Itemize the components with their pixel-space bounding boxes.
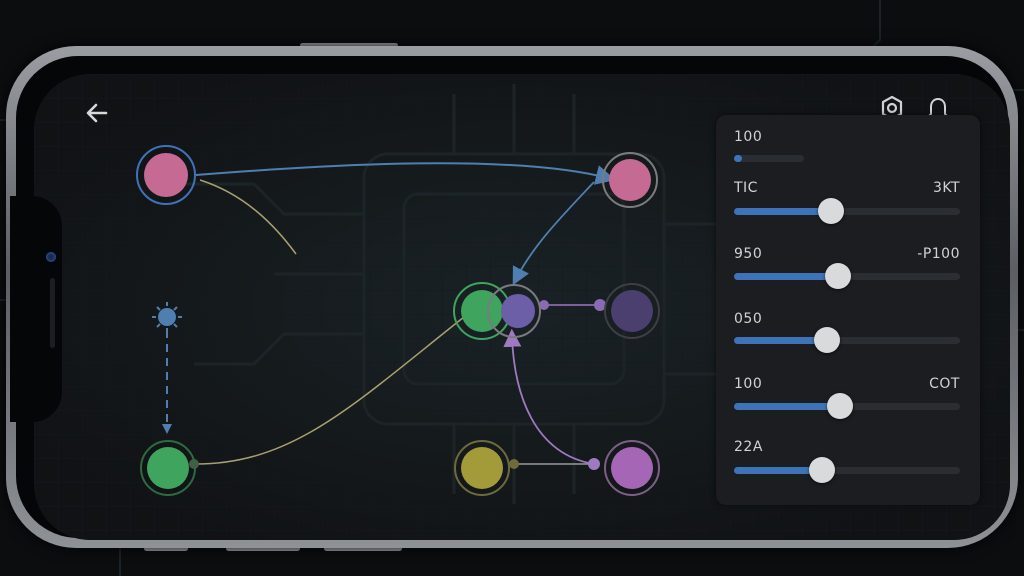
node-green-bottom[interactable] [140,440,196,496]
slider-label-4: 050 [734,311,763,327]
slider-track-1[interactable] [734,155,804,162]
slider-thumb-3[interactable] [824,263,851,289]
node-pink-top-left[interactable] [136,145,196,205]
slider-thumb-5[interactable] [827,393,854,419]
slider-track-5[interactable] [734,393,960,419]
slider-panel: 100 TIC 3KT 950 -P100 050 [716,115,980,505]
slider-row-2: TIC 3KT [734,180,960,224]
side-button-3 [324,546,402,551]
slider-fill-6 [734,467,823,474]
slider-thumb-4[interactable] [813,327,840,353]
node-purple-mid[interactable] [487,284,541,338]
slider-label-right-3: -P100 [917,246,960,262]
slider-row-3: 950 -P100 [734,246,960,289]
slider-fill-5 [734,403,841,410]
earpiece-speaker [50,278,55,348]
slider-track-3[interactable] [734,263,960,289]
back-arrow-icon[interactable] [80,96,114,130]
slider-label-5: 100 [734,376,763,392]
node-yellow[interactable] [454,440,510,496]
slider-track-2[interactable] [734,198,960,224]
slider-row-5: 100 COT [734,376,960,419]
slider-row-6: 22A [734,439,960,483]
slider-label-right-5: COT [929,376,960,392]
slider-row-1: 100 [734,129,960,169]
slider-thumb-6[interactable] [809,457,836,483]
slider-fill-3 [734,273,838,280]
node-dark-purple[interactable] [604,283,660,339]
node-violet[interactable] [604,440,660,496]
nodes-layer [136,145,660,496]
front-camera [46,252,56,262]
slider-fill-4 [734,337,827,344]
slider-label-right-2: 3KT [932,180,960,196]
slider-fill-2 [734,208,832,215]
side-button-2 [226,546,300,551]
side-button-1 [144,546,188,551]
slider-label-2: TIC [734,180,758,196]
slider-label-3: 950 [734,246,763,262]
slider-row-4: 050 [734,311,960,353]
node-pink-top-right[interactable] [602,152,658,208]
sensor-icon[interactable] [152,302,182,332]
slider-thumb-2[interactable] [818,198,845,224]
slider-track-4[interactable] [734,327,960,353]
volume-button-top [300,43,398,48]
slider-label-1: 100 [734,129,763,145]
slider-label-6: 22A [734,439,763,455]
slider-track-6[interactable] [734,457,960,483]
slider-fill-1 [734,155,742,162]
